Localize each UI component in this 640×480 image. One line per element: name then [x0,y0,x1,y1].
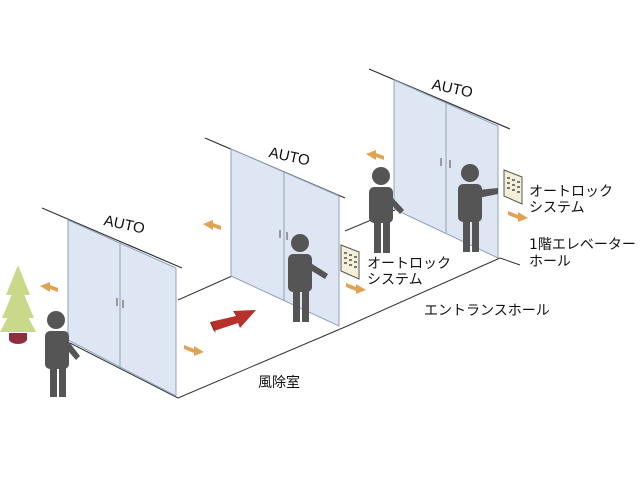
elevator-hall-label-line1: 1階エレベーター [529,237,636,253]
flow-arrow-3 [366,150,384,160]
floor-line-front-left [69,342,179,399]
door-1-rail [41,207,183,269]
floor-line-front [177,326,346,399]
autolock-2-label-line2: システム [529,200,585,216]
floor-line-hall-front [344,257,501,328]
autolock-2-label-line1: オートロック [529,184,613,200]
flow-arrow-6 [508,211,528,222]
person-3-icon [369,167,404,253]
door-3-handle-left [440,158,442,166]
flow-arrows [40,150,528,356]
flow-arrow-4 [184,345,204,356]
flow-arrow-1 [40,282,58,292]
person-2-icon [288,234,328,322]
floor-line-elevator [499,257,521,266]
auto-door-3 [368,68,511,259]
vestibule-label: 風除室 [258,375,300,391]
person-4-icon [458,164,498,252]
door-1-handle-right [122,300,124,308]
auto-door-1 [41,207,183,397]
auto-door-2 [204,137,346,327]
entrance-hall-label: エントランスホール [424,303,550,319]
flow-arrow-2 [203,220,221,230]
door-1-handle-left [116,298,118,306]
person-1-icon [45,311,80,397]
autolock-1-label-line2: システム [367,272,423,288]
potted-plant-icon [0,265,36,344]
autolock-1-label-line1: オートロック [367,256,451,272]
door-3-rail [368,68,511,130]
door-3-handle-right [449,160,451,168]
door-2-handle-right [286,232,288,240]
door-2-glass [230,148,340,327]
autolock-panel-2-icon [503,169,523,205]
elevator-hall-label-line2: ホール [529,254,571,270]
floor-line-vestibule-back [177,275,233,301]
door-2-handle-left [279,230,281,238]
main-direction-arrow-icon [210,310,256,333]
autolock-panel-1-icon [340,244,360,280]
flow-arrow-5 [346,283,366,294]
